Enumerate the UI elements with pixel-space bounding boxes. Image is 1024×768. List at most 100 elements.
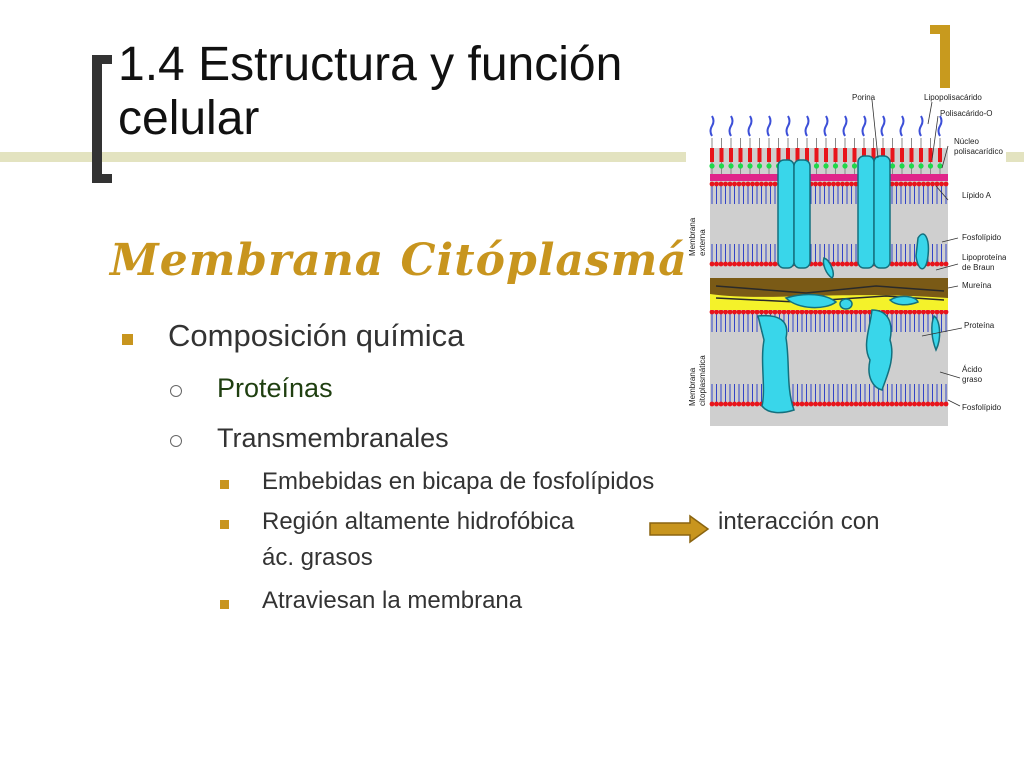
bullet-square-icon — [122, 334, 133, 345]
phospholipid-head — [813, 261, 818, 267]
phospholipid-head — [826, 309, 832, 315]
phospholipid-head — [754, 401, 760, 407]
phospholipid-head — [853, 261, 859, 267]
lps-core-dot — [756, 163, 763, 169]
lps-core-dot — [718, 163, 725, 169]
lps-core-dot — [832, 163, 839, 169]
phospholipid-head — [723, 261, 728, 267]
phospholipid-head — [723, 309, 728, 315]
lps-core-dot — [937, 163, 943, 169]
lps-core-dot — [813, 163, 820, 169]
lps-chain — [823, 115, 829, 137]
phospholipid-head — [871, 401, 877, 407]
lps-segment — [776, 148, 781, 162]
phospholipid-head — [781, 309, 787, 315]
phospholipid-head — [772, 309, 778, 315]
label-lipido-a: Lípido A — [962, 191, 992, 200]
phospholipid-head — [795, 309, 800, 315]
lps-segment — [786, 148, 790, 162]
phospholipid-head — [844, 181, 850, 187]
phospholipid-head — [768, 309, 773, 315]
slide-subtitle: Membrana Citóplasmática — [110, 235, 785, 286]
phospholipid-head — [849, 181, 854, 187]
bullet-circle-icon — [170, 385, 182, 397]
phospholipid-head — [709, 261, 715, 267]
phospholipid-head — [862, 401, 868, 407]
phospholipid-head — [759, 181, 764, 187]
lps-chain — [709, 115, 715, 137]
phospholipid-head — [709, 309, 715, 315]
bullet-region: Región altamente hidrofóbica — [262, 508, 575, 535]
lps-core-dot — [927, 163, 934, 169]
membrane-proteins — [757, 293, 941, 414]
label-polisacarido-o: Polisacárido-O — [940, 109, 992, 118]
phospholipid-head — [813, 401, 818, 407]
phospholipid-head — [750, 181, 755, 187]
lps-core-dot — [709, 163, 715, 169]
phospholipid-head — [849, 261, 854, 267]
label-mureina: Mureína — [962, 281, 992, 290]
lps-chain — [747, 115, 753, 137]
bullet-composicion: Composición química — [168, 318, 465, 353]
phospholipid-head — [903, 261, 908, 267]
phospholipid-head — [916, 181, 922, 187]
phospholipid-head — [939, 401, 944, 407]
phospholipid-head — [831, 261, 836, 267]
lps-core-dot — [728, 163, 734, 169]
membrane-diagram: Porina Lipopolisacárido Polisacárido-O N… — [686, 88, 1006, 428]
phospholipid-head — [898, 181, 904, 187]
phospholipid-head — [723, 401, 728, 407]
lps-segment — [900, 148, 904, 162]
phospholipid-head — [858, 309, 863, 315]
phospholipid-head — [844, 309, 850, 315]
lps-chain — [899, 115, 905, 137]
lps-segment — [757, 148, 762, 162]
phospholipid-head — [786, 309, 791, 315]
bullet-square-icon — [220, 600, 229, 609]
phospholipid-head — [934, 401, 940, 407]
lps-chain — [880, 115, 886, 137]
phospholipid-head — [943, 261, 949, 267]
phospholipid-head — [889, 181, 895, 187]
phospholipid-head — [835, 309, 841, 315]
phospholipid-head — [835, 401, 841, 407]
phospholipid-head — [889, 261, 895, 267]
lps-core-dot — [842, 163, 848, 169]
phospholipid-head — [754, 309, 760, 315]
phospholipid-head — [709, 401, 715, 407]
phospholipid-head — [925, 401, 931, 407]
lps-segment — [852, 148, 857, 162]
phospholipid-head — [921, 181, 926, 187]
phospholipid-head — [727, 309, 733, 315]
phospholipid-head — [714, 309, 719, 315]
phospholipid-head — [853, 309, 859, 315]
bullet-atraviesan: Atraviesan la membrana — [262, 587, 523, 614]
phospholipid-head — [822, 181, 827, 187]
bullet-transmembranales: Transmembranales — [217, 423, 449, 453]
phospholipid-head — [867, 401, 872, 407]
phospholipid-head — [772, 261, 778, 267]
phospholipid-head — [921, 309, 926, 315]
lps-segment — [814, 148, 819, 162]
phospholipid-head — [862, 309, 868, 315]
phospholipid-head — [745, 181, 751, 187]
phospholipid-head — [714, 401, 719, 407]
phospholipid-head — [831, 181, 836, 187]
phospholipid-head — [840, 401, 845, 407]
lps-segment — [795, 148, 800, 162]
lps-segment — [919, 148, 923, 162]
slide-title: 1.4 Estructura y función celular — [118, 38, 623, 145]
lps-segment — [805, 148, 809, 162]
phospholipid-head — [912, 181, 917, 187]
label-polisacaridico: polisacarídico — [954, 147, 1003, 156]
lps-core-dot — [899, 163, 905, 169]
phospholipid-head — [876, 401, 881, 407]
membrane-side-labels: Membrana externa Membrana citoplasmática — [688, 217, 707, 406]
phospholipid-head — [934, 309, 940, 315]
lps-chain — [766, 115, 772, 137]
phospholipid-head — [817, 401, 823, 407]
phospholipid-head — [894, 181, 899, 187]
lps-segment — [928, 148, 933, 162]
phospholipid-head — [723, 181, 728, 187]
phospholipid-head — [808, 309, 814, 315]
